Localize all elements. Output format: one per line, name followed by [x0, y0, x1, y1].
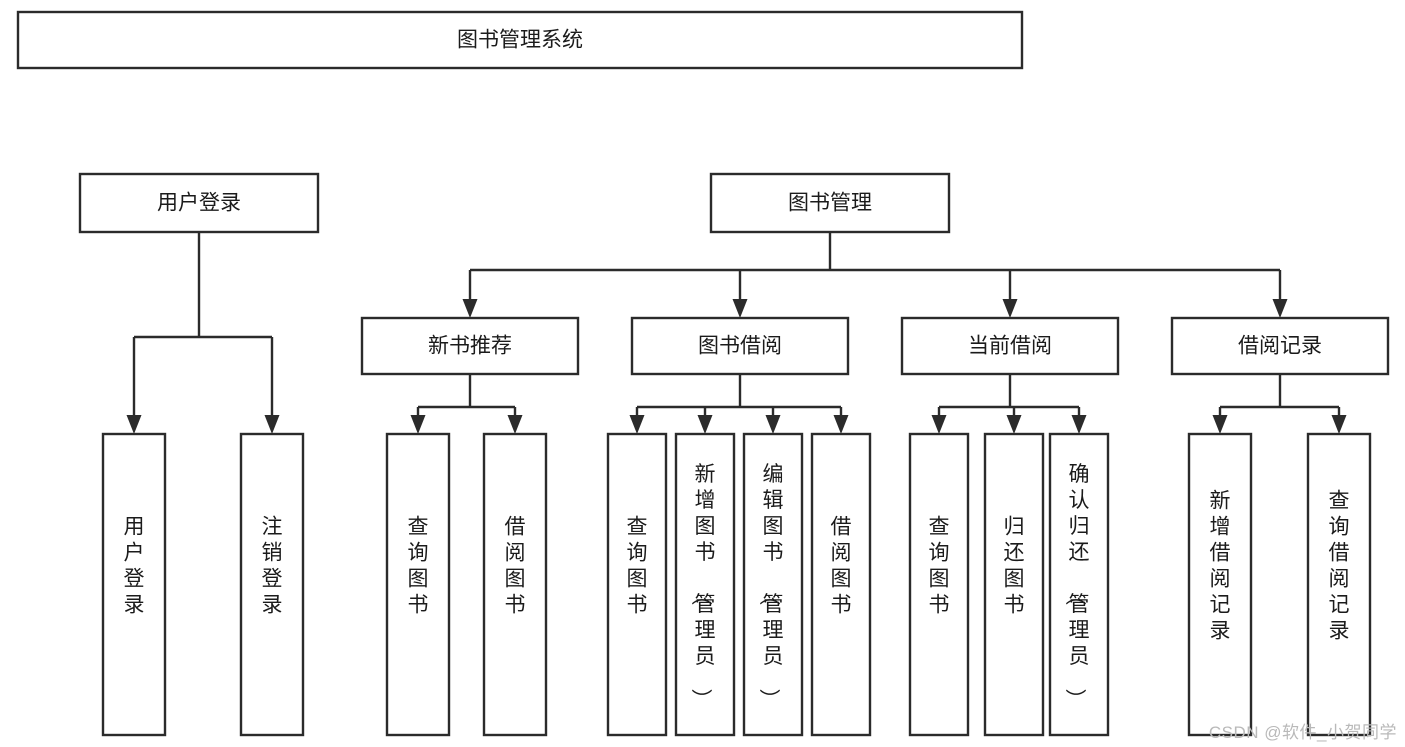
node-label-leaf-borrow-book-2: 借阅图书 — [831, 515, 852, 616]
node-box-leaf-query-book-1[interactable] — [385, 432, 451, 737]
arrow-head-icon-borrow-record — [1272, 299, 1288, 318]
node-label-leaf-query-book-2: 查询图书 — [627, 515, 648, 616]
node-label-leaf-edit-book: 编辑图书（管理员） — [758, 463, 784, 710]
node-leaf-borrow-book-1[interactable]: 借阅图书 — [482, 432, 548, 737]
node-box-leaf-query-record[interactable] — [1306, 432, 1372, 737]
arrow-head-icon-new-book-rec — [462, 299, 478, 318]
node-leaf-add-record[interactable]: 新增借阅记录 — [1187, 432, 1253, 737]
node-label-borrow-record: 借阅记录 — [1238, 335, 1322, 358]
node-label-leaf-confirm-return: 确认归还（管理员） — [1064, 463, 1090, 710]
arrow-head-icon-leaf-confirm-return — [1071, 415, 1087, 434]
node-root[interactable]: 图书管理系统 — [16, 10, 1024, 70]
arrow-head-icon-leaf-user-logout — [264, 415, 280, 434]
node-box-leaf-add-record[interactable] — [1187, 432, 1253, 737]
node-label-leaf-query-book-3: 查询图书 — [929, 515, 950, 616]
node-label-leaf-query-book-1: 查询图书 — [408, 515, 429, 616]
node-leaf-query-record[interactable]: 查询借阅记录 — [1306, 432, 1372, 737]
node-leaf-user-logout[interactable]: 注销登录 — [239, 432, 305, 737]
node-book-manage[interactable]: 图书管理 — [709, 172, 951, 234]
node-box-leaf-add-book[interactable] — [674, 432, 736, 737]
node-label-leaf-user-logout: 注销登录 — [262, 515, 283, 616]
arrow-head-icon-leaf-query-book-1 — [410, 415, 426, 434]
node-book-borrow[interactable]: 图书借阅 — [630, 316, 850, 376]
node-label-leaf-return-book: 归还图书 — [1004, 515, 1025, 616]
arrow-head-icon-leaf-add-record — [1212, 415, 1228, 434]
arrow-head-icon-leaf-borrow-book-1 — [507, 415, 523, 434]
node-label-book-borrow: 图书借阅 — [698, 335, 782, 358]
arrow-head-icon-leaf-borrow-book-2 — [833, 415, 849, 434]
arrow-head-icon-leaf-query-book-3 — [931, 415, 947, 434]
node-label-leaf-query-record: 查询借阅记录 — [1329, 489, 1350, 642]
node-box-current-borrow[interactable] — [900, 316, 1120, 376]
node-box-leaf-confirm-return[interactable] — [1048, 432, 1110, 737]
arrow-head-icon-current-borrow — [1002, 299, 1018, 318]
node-box-leaf-return-book[interactable] — [983, 432, 1045, 737]
node-box-leaf-user-login[interactable] — [101, 432, 167, 737]
node-box-book-borrow[interactable] — [630, 316, 850, 376]
node-leaf-confirm-return[interactable]: 确认归还（管理员） — [1048, 432, 1110, 737]
node-leaf-add-book[interactable]: 新增图书（管理员） — [674, 432, 736, 737]
node-label-book-manage: 图书管理 — [788, 192, 872, 215]
arrow-head-icon-leaf-user-login — [126, 415, 142, 434]
connector-layer — [126, 232, 1347, 434]
node-current-borrow[interactable]: 当前借阅 — [900, 316, 1120, 376]
node-label-leaf-add-record: 新增借阅记录 — [1210, 489, 1231, 642]
node-box-new-book-rec[interactable] — [360, 316, 580, 376]
node-leaf-query-book-2[interactable]: 查询图书 — [606, 432, 668, 737]
node-box-leaf-edit-book[interactable] — [742, 432, 804, 737]
node-borrow-record[interactable]: 借阅记录 — [1170, 316, 1390, 376]
node-box-book-manage[interactable] — [709, 172, 951, 234]
node-leaf-user-login[interactable]: 用户登录 — [101, 432, 167, 737]
arrow-head-icon-leaf-query-book-2 — [629, 415, 645, 434]
node-new-book-rec[interactable]: 新书推荐 — [360, 316, 580, 376]
node-label-leaf-add-book: 新增图书（管理员） — [690, 463, 716, 710]
arrow-head-icon-leaf-edit-book — [765, 415, 781, 434]
node-leaf-borrow-book-2[interactable]: 借阅图书 — [810, 432, 872, 737]
node-leaf-edit-book[interactable]: 编辑图书（管理员） — [742, 432, 804, 737]
node-box-leaf-borrow-book-1[interactable] — [482, 432, 548, 737]
node-leaf-return-book[interactable]: 归还图书 — [983, 432, 1045, 737]
node-box-leaf-query-book-2[interactable] — [606, 432, 668, 737]
arrow-head-icon-leaf-add-book — [697, 415, 713, 434]
node-layer: 图书管理系统用户登录图书管理新书推荐图书借阅当前借阅借阅记录用户登录注销登录查询… — [16, 10, 1390, 737]
node-label-root: 图书管理系统 — [457, 29, 583, 52]
arrow-head-icon-leaf-query-record — [1331, 415, 1347, 434]
node-box-leaf-query-book-3[interactable] — [908, 432, 970, 737]
arrow-head-icon-leaf-return-book — [1006, 415, 1022, 434]
node-label-user-login: 用户登录 — [157, 192, 241, 215]
node-label-current-borrow: 当前借阅 — [968, 335, 1052, 358]
node-user-login[interactable]: 用户登录 — [78, 172, 320, 234]
node-box-borrow-record[interactable] — [1170, 316, 1390, 376]
node-label-leaf-user-login: 用户登录 — [124, 515, 145, 616]
node-box-user-login[interactable] — [78, 172, 320, 234]
node-box-leaf-user-logout[interactable] — [239, 432, 305, 737]
arrow-head-icon-book-borrow — [732, 299, 748, 318]
node-box-root[interactable] — [16, 10, 1024, 70]
node-leaf-query-book-3[interactable]: 查询图书 — [908, 432, 970, 737]
node-box-leaf-borrow-book-2[interactable] — [810, 432, 872, 737]
node-label-new-book-rec: 新书推荐 — [428, 335, 512, 358]
node-label-leaf-borrow-book-1: 借阅图书 — [505, 515, 526, 616]
node-leaf-query-book-1[interactable]: 查询图书 — [385, 432, 451, 737]
